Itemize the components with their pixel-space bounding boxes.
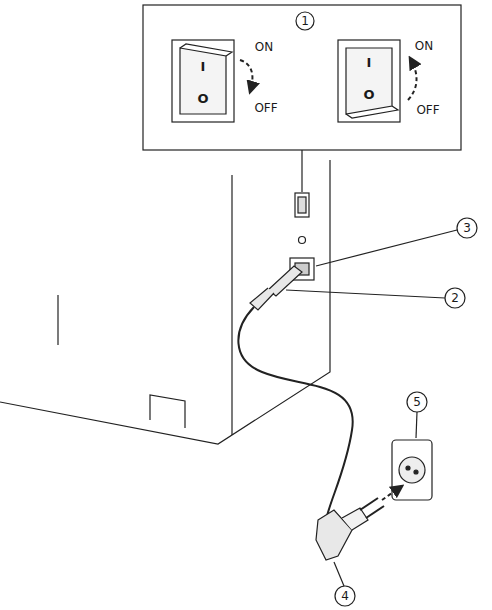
callout-circle — [335, 586, 355, 606]
power-cord — [238, 307, 352, 520]
callout-circle — [457, 218, 477, 238]
wall-socket — [399, 457, 425, 483]
power-switch — [298, 197, 306, 213]
cord-connector — [268, 266, 302, 296]
wall-socket — [392, 440, 432, 500]
switch-frame — [172, 40, 234, 122]
power-switch — [295, 193, 309, 217]
leader-line — [316, 230, 457, 266]
leader-line — [334, 562, 344, 586]
plug-pin — [366, 506, 384, 518]
switch-symbol: O — [197, 92, 208, 105]
machine-edge — [231, 175, 232, 435]
leader-line — [286, 290, 445, 298]
callout-number: 3 — [463, 222, 471, 234]
callout-circle — [296, 12, 314, 30]
motion-arrow — [240, 60, 252, 92]
callout-circle — [407, 392, 427, 412]
indicator — [299, 237, 306, 244]
switch-edge — [180, 44, 232, 56]
plug-pin — [360, 498, 378, 510]
motion-arrow — [408, 58, 417, 100]
switch-state: OFF — [253, 101, 278, 115]
machine-body — [0, 160, 330, 444]
switch-edge — [346, 106, 398, 118]
switch-state: OFF — [415, 103, 440, 117]
switch-frame — [338, 40, 400, 122]
callout-number: 5 — [413, 396, 421, 408]
socket-hole — [406, 466, 410, 470]
callout-number: 2 — [451, 292, 459, 304]
switch-state: ON — [414, 39, 434, 53]
wall-plug — [342, 508, 368, 530]
switch-rocker — [180, 48, 226, 114]
callout-number: 1 — [301, 15, 309, 27]
switch-symbol: I — [367, 56, 372, 69]
switch-symbol: O — [363, 88, 374, 101]
callout-number: 4 — [341, 590, 349, 602]
socket-hole — [414, 470, 418, 474]
machine-notch — [150, 395, 185, 428]
switch-symbol: I — [201, 60, 206, 73]
machine-edge — [57, 295, 58, 345]
inset-leader — [301, 150, 302, 192]
switch-state: ON — [254, 40, 274, 54]
leader-line — [416, 412, 417, 438]
insert-arrow — [382, 486, 402, 500]
inset-frame — [143, 5, 461, 150]
callout-circle — [445, 288, 465, 308]
switch-rocker — [346, 48, 392, 114]
